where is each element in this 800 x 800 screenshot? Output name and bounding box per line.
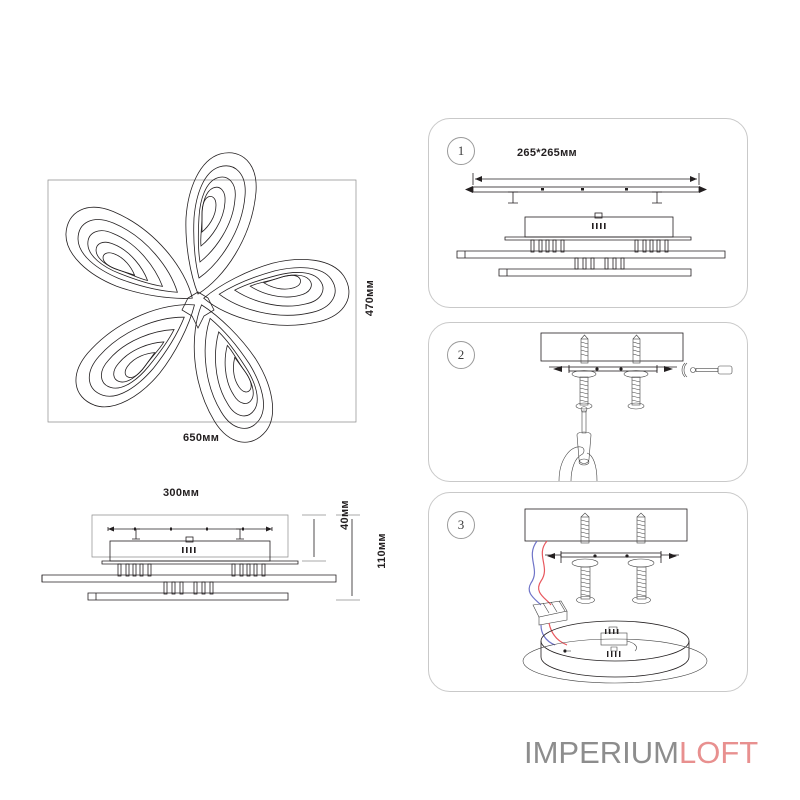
wall-anchor <box>636 512 646 544</box>
step-panel-3: 3 <box>428 492 748 692</box>
step-badge-3: 3 <box>447 511 475 539</box>
step1-dimension-label: 265*265мм <box>517 147 577 159</box>
connector-pins <box>182 547 196 553</box>
product-top-view: 650мм 470мм <box>28 150 388 470</box>
wall-anchor <box>580 334 589 364</box>
mounting-bracket-bar <box>549 365 677 373</box>
screw-side-icon <box>681 362 733 378</box>
product-height-label: 470мм <box>364 279 377 317</box>
flower-petals <box>65 152 350 443</box>
wall-anchor <box>580 512 590 544</box>
upper-plate <box>101 560 299 565</box>
side-height-label: 110мм <box>375 533 388 569</box>
dimension-frame <box>47 179 357 423</box>
standoff-fins-upper <box>117 563 266 577</box>
flower-fixture-svg <box>47 152 357 443</box>
screw <box>576 566 595 604</box>
flower-core <box>181 291 215 329</box>
logo-primary-text: IMPERIUM <box>524 735 679 770</box>
hand-icon <box>558 446 598 482</box>
mounting-bracket-bar <box>545 551 679 563</box>
petal <box>65 207 193 299</box>
step3-svg <box>522 508 708 684</box>
step1-svg <box>456 173 726 277</box>
side-view-svg <box>41 514 360 601</box>
washer <box>571 370 597 378</box>
ceiling-slab <box>524 508 688 542</box>
driver-housing <box>109 536 271 562</box>
petal <box>203 259 350 326</box>
terminal-block <box>532 600 568 646</box>
mounting-bracket-bar <box>465 173 707 204</box>
product-width-label: 650мм <box>183 432 220 444</box>
standoff-fins-lower <box>163 581 214 595</box>
dim-arrow-300 <box>107 526 273 540</box>
side-depth-label: 40мм <box>338 500 351 530</box>
petal <box>193 304 273 443</box>
screw <box>627 376 645 410</box>
supply-wires <box>528 540 552 606</box>
ceiling-slab <box>540 332 684 362</box>
dim-110 <box>336 514 360 601</box>
step2-svg <box>540 332 733 482</box>
petal <box>185 152 257 295</box>
bottom-panel <box>87 592 289 601</box>
screw <box>575 376 593 410</box>
washer <box>623 370 649 378</box>
fixture-assembly <box>456 212 726 277</box>
step-panel-1: 1 265*265мм <box>428 118 748 308</box>
dim-40 <box>302 514 326 562</box>
wall-anchor <box>632 334 641 364</box>
washer <box>571 558 599 568</box>
petal <box>75 304 195 408</box>
step-badge-2: 2 <box>447 341 475 369</box>
product-side-view: 300мм 40мм 110мм <box>30 485 390 615</box>
middle-panel <box>41 574 337 583</box>
fixture-base <box>522 620 708 684</box>
logo-accent-text: LOFT <box>679 735 759 770</box>
dim-box-300 <box>91 514 289 558</box>
washer <box>627 558 655 568</box>
brand-logo: IMPERIUMLOFT <box>524 735 758 771</box>
step-badge-1: 1 <box>447 137 475 165</box>
screw <box>632 566 651 604</box>
side-width-label: 300мм <box>163 487 200 499</box>
screwdriver-icon <box>576 406 592 466</box>
step-panel-2: 2 <box>428 322 748 482</box>
